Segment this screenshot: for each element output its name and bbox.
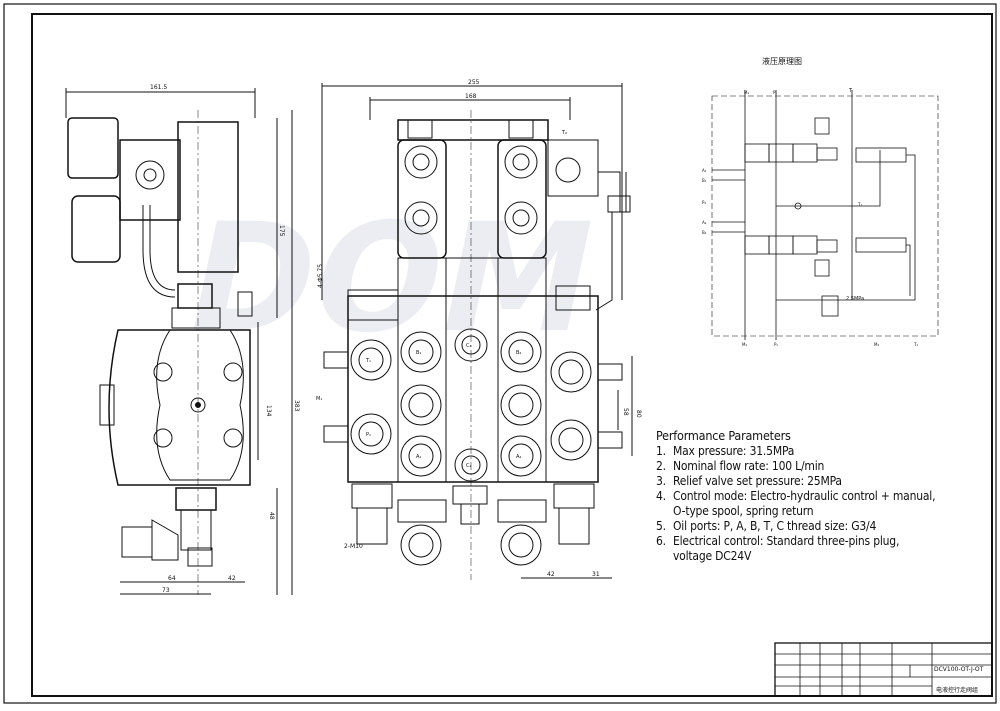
dim-front-thread: 2-M10: [344, 543, 363, 550]
performance-item: O-type spool, spring return: [656, 504, 991, 519]
performance-item: 2. Nominal flow rate: 100 L/min: [656, 459, 991, 474]
item-number: 4.: [656, 489, 666, 503]
label-p1: P₁: [366, 432, 371, 438]
item-number: 3.: [656, 474, 666, 488]
inner-border: [31, 13, 993, 697]
schem-label-top-m: M₁: [744, 90, 749, 95]
dim-side-bottom-c: 73: [162, 587, 170, 594]
dim-front-bottom-a: 42: [547, 571, 555, 578]
front-view: 255 168 T₂: [316, 79, 642, 580]
label-c1: C₁: [466, 343, 472, 349]
dim-front-height-a: 80: [635, 410, 642, 418]
performance-item: 1. Max pressure: 31.5MPa: [656, 444, 991, 459]
schem-label-t: T₁: [857, 202, 862, 207]
schem-label-bot-t: T₁: [913, 342, 918, 347]
dim-side-height-upper: 175: [278, 225, 285, 237]
label-a2: A₂: [516, 454, 521, 460]
drawing-name: 电液控行走阀组: [936, 687, 979, 694]
schem-label-bot-m2: M₂: [874, 342, 879, 347]
drawing-code: DCV100-OT-J-OT: [934, 666, 984, 673]
performance-item: 3. Relief valve set pressure: 25MPa: [656, 474, 991, 489]
title-block: [774, 642, 993, 697]
item-number: 6.: [656, 534, 666, 548]
schem-label-a2: A₂: [702, 220, 707, 225]
dim-side-bottom-a: 64: [168, 575, 176, 582]
schem-label-b1: B₁: [702, 178, 707, 183]
performance-item: 6. Electrical control: Standard three-pin…: [656, 534, 991, 549]
item-text: O-type spool, spring return: [673, 504, 814, 518]
schem-label-p: P₂: [702, 200, 706, 205]
performance-item: voltage DC24V: [656, 549, 991, 564]
item-number: 1.: [656, 444, 666, 458]
performance-title: Performance Parameters: [656, 428, 791, 443]
label-m: M₁: [316, 396, 322, 402]
item-number: 2.: [656, 459, 666, 473]
dim-front-height-b: 58: [622, 408, 629, 416]
schem-label-pressure: 2.5MPa: [846, 296, 864, 302]
item-number: [656, 549, 673, 564]
dim-side-width: 161.5: [150, 84, 167, 91]
performance-parameters: Performance Parameters 1. Max pressure: 3…: [656, 428, 991, 564]
label-c2: C₂: [466, 463, 472, 469]
dim-side-bottom-b: 42: [228, 575, 236, 582]
dim-front-bottom-b: 31: [592, 571, 600, 578]
item-number: [656, 504, 673, 519]
outer-border: [3, 3, 997, 704]
item-text: Oil ports: P, A, B, T, C thread size: G3…: [673, 519, 877, 533]
item-text: Relief valve set pressure: 25MPa: [673, 474, 842, 488]
dim-front-width-inner: 168: [465, 93, 477, 100]
watermark: DOM: [172, 191, 610, 366]
item-text: Max pressure: 31.5MPa: [673, 444, 795, 458]
performance-item: 4. Control mode: Electro-hydraulic contro…: [656, 489, 991, 504]
item-text: Control mode: Electro-hydraulic control …: [673, 489, 936, 503]
performance-item: 5. Oil ports: P, A, B, T, C thread size: …: [656, 519, 991, 534]
item-number: 5.: [656, 519, 666, 533]
item-text: Electrical control: Standard three-pins …: [673, 534, 900, 548]
side-view: 161.5 383 175 134 48 64 42 73: [65, 84, 300, 595]
schem-label-a1: A₁: [702, 168, 707, 173]
label-b1: B₁: [416, 350, 421, 356]
label-a1: A₁: [416, 454, 421, 460]
item-text: voltage DC24V: [673, 549, 752, 563]
dim-side-height-total: 383: [293, 400, 300, 412]
schem-label-top-t: T: [848, 88, 853, 94]
schem-label-b2: B₂: [702, 230, 707, 235]
item-text: Nominal flow rate: 100 L/min: [673, 459, 825, 473]
label-b2: B₂: [516, 350, 521, 356]
schematic-title: 液压原理图: [762, 57, 802, 66]
dim-side-height-mid: 134: [265, 405, 272, 417]
label-t2: T₂: [561, 130, 567, 136]
schem-label-bot-m: M₁: [742, 342, 747, 347]
hydraulic-schematic: M₁ P₁ T A₁ B₁ A₂ B₂ P₂ T₁ 2.5MPa M₁ P₁ M…: [702, 88, 939, 347]
watermark-logo: DOM: [172, 191, 610, 366]
dim-front-hole: 4-Φ5.75: [317, 264, 324, 288]
schem-label-top-p: P₁: [773, 90, 777, 95]
label-t1: T₁: [365, 358, 371, 364]
dim-side-height-lower: 48: [268, 512, 275, 520]
schem-label-bot-p: P₁: [774, 342, 778, 347]
dim-front-width-total: 255: [468, 79, 480, 86]
